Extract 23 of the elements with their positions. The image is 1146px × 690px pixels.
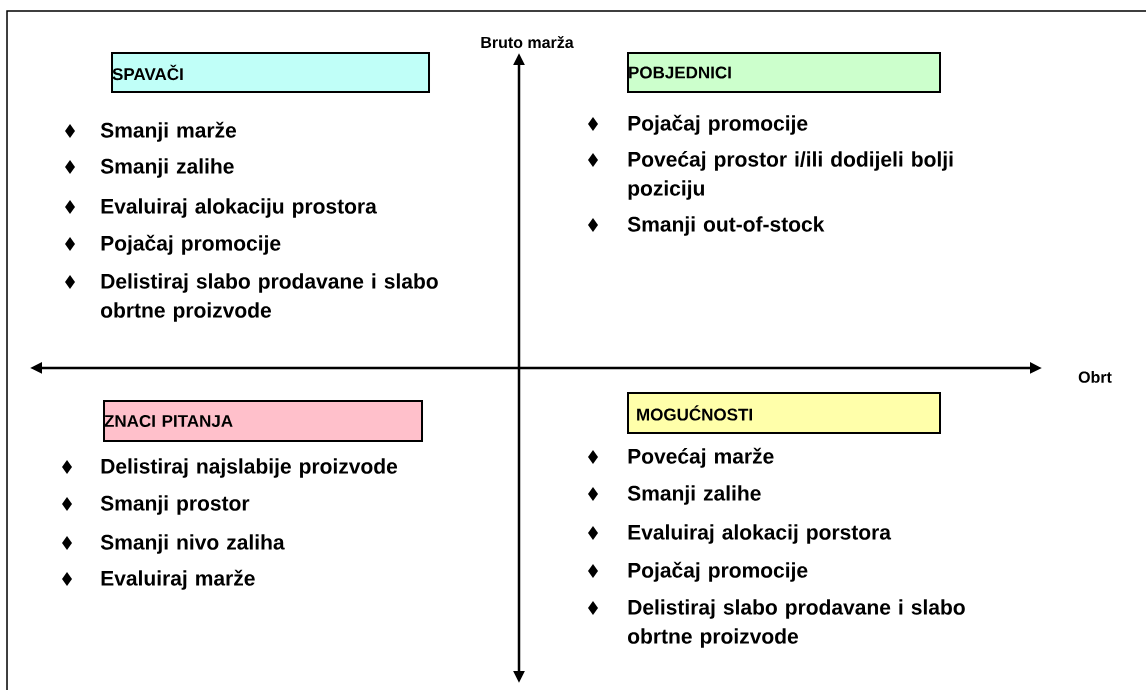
axis-label: Obrt [1078, 371, 1112, 383]
bullet-item: Smanji marže [65, 121, 237, 142]
bullet-item: Delistiraj slabo prodavane i slabo obrtne proizvode [65, 273, 438, 322]
bullet-item: Povećaj marže [588, 447, 774, 468]
bullet-item: Evaluiraj alokaciju prostora [65, 198, 377, 218]
quadrant-title-box: SPAVAČI [111, 52, 430, 93]
bullet-item: Pojačaj promocije [588, 561, 808, 582]
bullet-item: Povećaj prostor i/ili dodijeli bolji poziciju [588, 151, 953, 200]
bullet-item: Delistiraj slabo prodavane i slabo obrtne proizvode [588, 599, 965, 648]
bullet-item: Delistiraj najslabije proizvode [62, 458, 398, 478]
quadrant-title-box: MOGUĆNOSTI [627, 392, 941, 434]
bullet-item: Evaluiraj marže [62, 569, 255, 590]
bullet-item: Smanji prostor [62, 495, 250, 515]
axis-label: Bruto marža [481, 35, 574, 49]
quadrant-title-box: POBJEDNICI [627, 52, 941, 93]
bullet-item: Smanji zalihe [65, 158, 234, 178]
quadrant-title-box: ZNACI PITANJA [103, 400, 423, 442]
bullet-item: Smanji nivo zaliha [62, 534, 285, 554]
bullet-item: Pojačaj promocije [588, 114, 808, 135]
bullet-item: Smanji zalihe [588, 485, 761, 505]
bullet-item: Smanji out-of-stock [588, 216, 825, 236]
bullet-item: Evaluiraj alokacij porstora [588, 524, 892, 544]
bullet-item: Pojačaj promocije [65, 234, 281, 255]
